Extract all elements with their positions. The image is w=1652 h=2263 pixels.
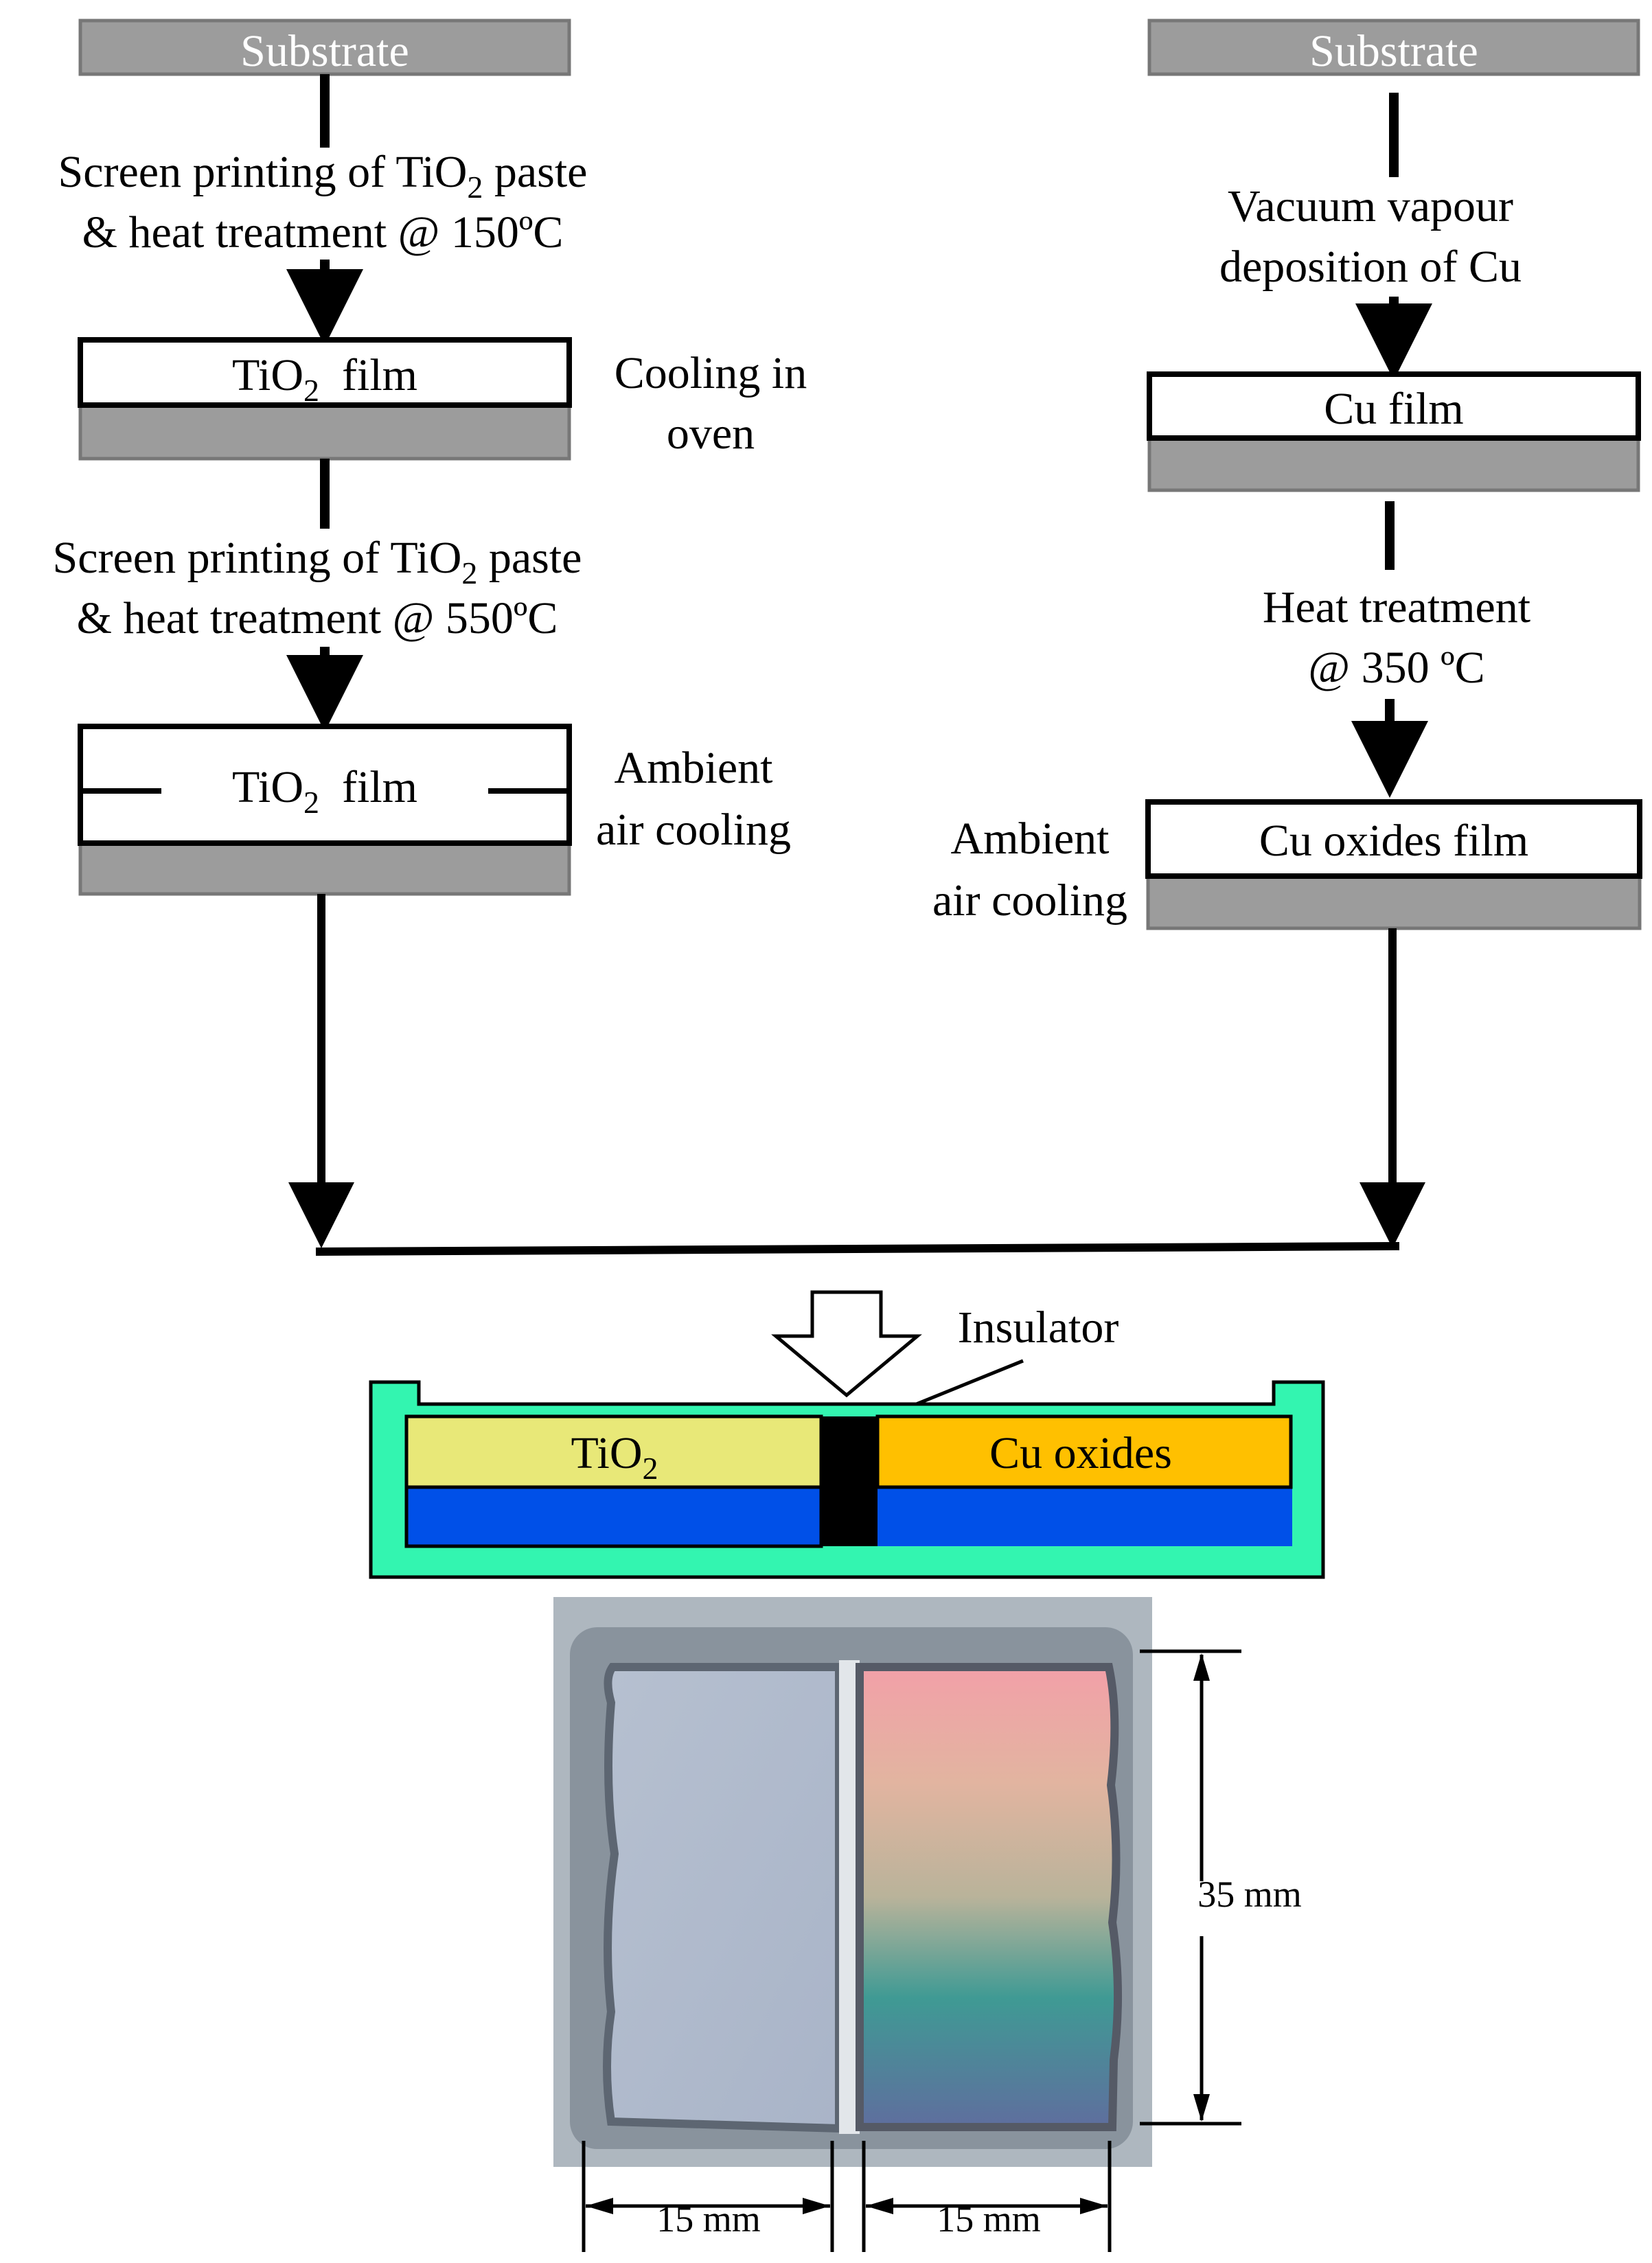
width-right-label: 15 mm xyxy=(937,2198,1041,2240)
left-substrate-box xyxy=(78,19,571,76)
right-step2-line2: @ 350 ºC xyxy=(1308,643,1484,693)
right-step1-line2: deposition of Cu xyxy=(1219,242,1522,292)
device-cross-section: Insulator TiO2 Cu oxides xyxy=(369,1290,1325,1579)
cu-oxides-layer-label: Cu oxides xyxy=(989,1428,1172,1478)
left-film1-label: TiO2 film xyxy=(232,350,417,408)
height-dimension: 35 mm xyxy=(1140,1649,1302,2126)
right-film2-box xyxy=(1145,799,1642,879)
left-cool2-line1: Ambient xyxy=(615,743,773,793)
left-film2-box xyxy=(78,724,572,846)
right-film2-label: Cu oxides film xyxy=(1259,816,1528,866)
insulator-label: Insulator xyxy=(958,1302,1119,1353)
cu-oxides-layer xyxy=(875,1414,1293,1489)
right-film1-stack: Cu film xyxy=(1147,371,1641,492)
cu-electrode xyxy=(877,1487,1292,1546)
tio2-layer xyxy=(404,1414,823,1489)
left-film2-label: TiO2 film xyxy=(232,762,417,820)
right-substrate-label: Substrate xyxy=(1309,26,1478,76)
left-film1-stack: TiO2 film xyxy=(78,337,572,461)
cu-oxides-film-photo xyxy=(856,1663,1123,2131)
tio2-electrode xyxy=(404,1485,823,1548)
width-right-dimension: 15 mm xyxy=(862,2141,1112,2252)
left-process: Substrate Screen printing of TiO2 paste … xyxy=(53,19,807,1248)
device-photo xyxy=(553,1597,1152,2167)
left-cool2-line2: air cooling xyxy=(596,805,791,855)
left-cool1-line1: Cooling in xyxy=(615,348,807,398)
right-film1-box xyxy=(1147,371,1641,441)
width-left-label: 15 mm xyxy=(656,2198,761,2240)
tio2-film-photo xyxy=(603,1663,843,2133)
right-film2-stack: Cu oxides film xyxy=(1145,799,1642,930)
insulator-block xyxy=(821,1416,877,1546)
left-step2-line2: & heat treatment @ 550ºC xyxy=(77,593,558,643)
left-cool1-line2: oven xyxy=(667,409,755,459)
left-film2-stack: TiO2 film xyxy=(78,724,572,896)
right-process: Substrate Vacuum vapour deposition of Cu… xyxy=(932,19,1642,1248)
right-film1-label: Cu film xyxy=(1324,384,1464,434)
tio2-layer-label: TiO2 xyxy=(571,1428,658,1486)
hollow-down-arrow xyxy=(771,1290,922,1398)
right-cool-line2: air cooling xyxy=(932,875,1127,926)
left-film1-box xyxy=(78,337,572,408)
width-left-dimension: 15 mm xyxy=(582,2141,834,2252)
right-step2-line1: Heat treatment xyxy=(1263,582,1530,632)
right-step1-line1: Vacuum vapour xyxy=(1228,181,1513,231)
left-step2-line1: Screen printing of TiO2 paste xyxy=(53,533,582,590)
left-step1-line1: Screen printing of TiO2 paste xyxy=(58,147,588,205)
left-step1-line2: & heat treatment @ 150ºC xyxy=(82,207,564,257)
merge-line xyxy=(315,1242,1400,1256)
height-label: 35 mm xyxy=(1197,1874,1302,1915)
right-substrate-box xyxy=(1147,19,1640,76)
left-substrate-label: Substrate xyxy=(240,26,409,76)
right-cool-line1: Ambient xyxy=(951,814,1110,864)
